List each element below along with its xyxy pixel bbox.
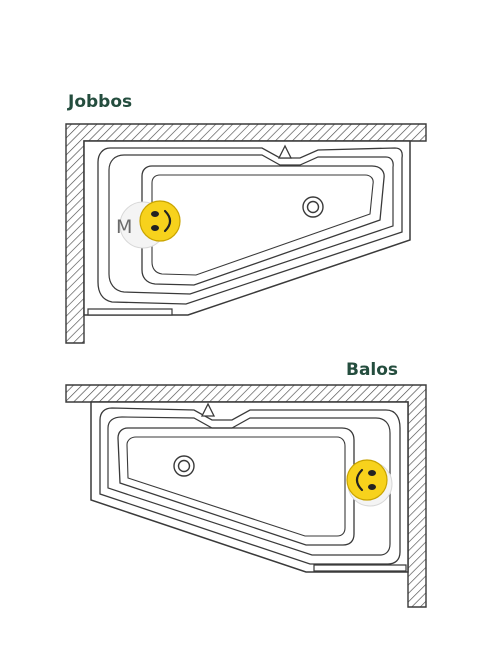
smiley-face-icon [346,459,388,501]
bathtub-apron [87,308,173,316]
bathtub-basin-inner [151,174,374,276]
title-balos: Balos [346,360,399,380]
overflow-triangle-icon [200,402,216,417]
marker-letter-m: M [116,216,132,238]
bathtub-basin-inner [126,436,346,537]
bathtub-rim-outer [97,147,403,305]
overflow-triangle-icon [277,144,293,159]
bathtub-basin [117,427,355,546]
bathtub-basin [141,165,385,286]
diagram-jobbos: M [65,123,427,344]
bathtub-rim-mid [108,154,394,295]
wall-hatched [65,384,427,608]
drain-icon [302,196,324,218]
smiley-face-icon [139,200,181,242]
bathtub-rim-mid [107,416,391,556]
title-jobbos: Jobbos [68,92,133,112]
diagram-balos [65,384,427,608]
bathtub-outline [83,140,411,316]
bathtub-rim-outer [99,407,401,565]
bathtub-apron [313,564,407,572]
drain-icon [173,455,195,477]
bathtub-outline [90,401,409,573]
